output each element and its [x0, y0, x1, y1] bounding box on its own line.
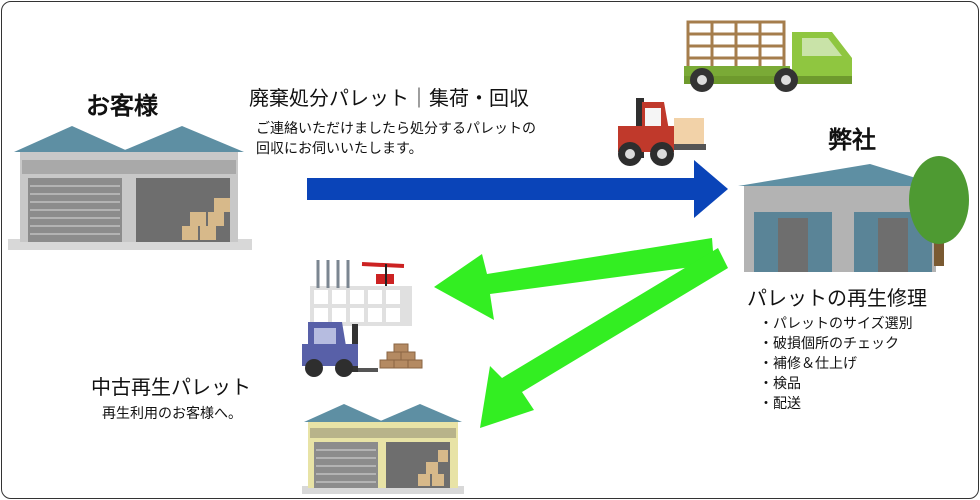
diagram-frame: お客様 弊社 廃棄処分パレット｜集荷・回収 ご連絡いただけましたら処分するパレッ… [1, 1, 979, 499]
yellow-warehouse-icon [2, 2, 979, 499]
